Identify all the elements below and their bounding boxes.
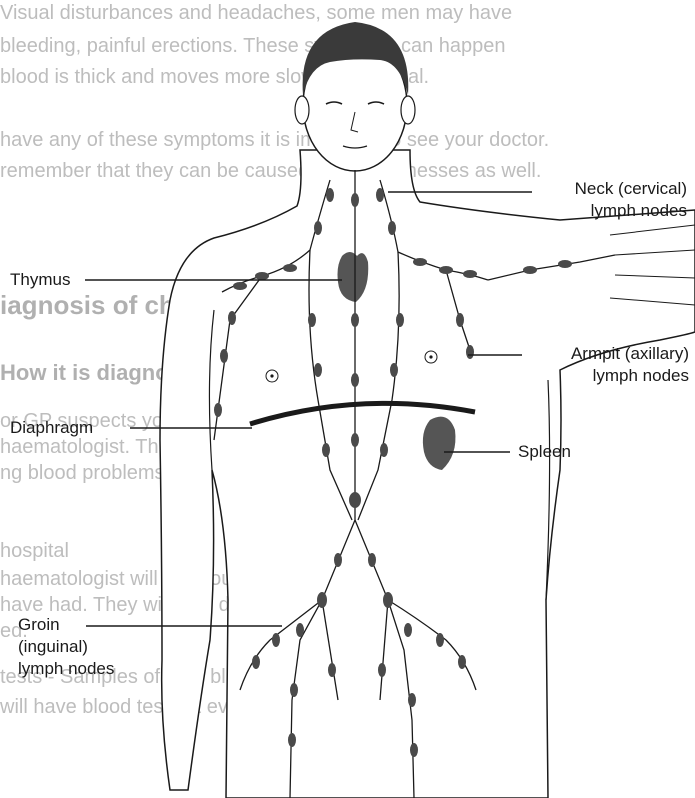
groin-lymph-nodes-label: Groin (inguinal) lymph nodes: [18, 614, 114, 680]
groin-label-line: Groin: [18, 614, 114, 636]
left-ear: [295, 96, 309, 124]
groin-label-line: lymph nodes: [18, 658, 114, 680]
diaphragm-label: Diaphragm: [10, 417, 93, 439]
head: [295, 22, 415, 171]
neck-label-line: Neck (cervical): [575, 178, 687, 200]
neck-lymph-nodes-label: Neck (cervical) lymph nodes: [575, 178, 687, 222]
right-ear: [401, 96, 415, 124]
thymus-label: Thymus: [10, 269, 70, 291]
groin-label-line: (inguinal): [18, 636, 114, 658]
armpit-label-line: lymph nodes: [571, 365, 689, 387]
neck-label-line: lymph nodes: [575, 200, 687, 222]
body-outline: [160, 150, 695, 798]
armpit-label-line: Armpit (axillary): [571, 343, 689, 365]
armpit-lymph-nodes-label: Armpit (axillary) lymph nodes: [571, 343, 689, 387]
spleen-label: Spleen: [518, 441, 571, 463]
